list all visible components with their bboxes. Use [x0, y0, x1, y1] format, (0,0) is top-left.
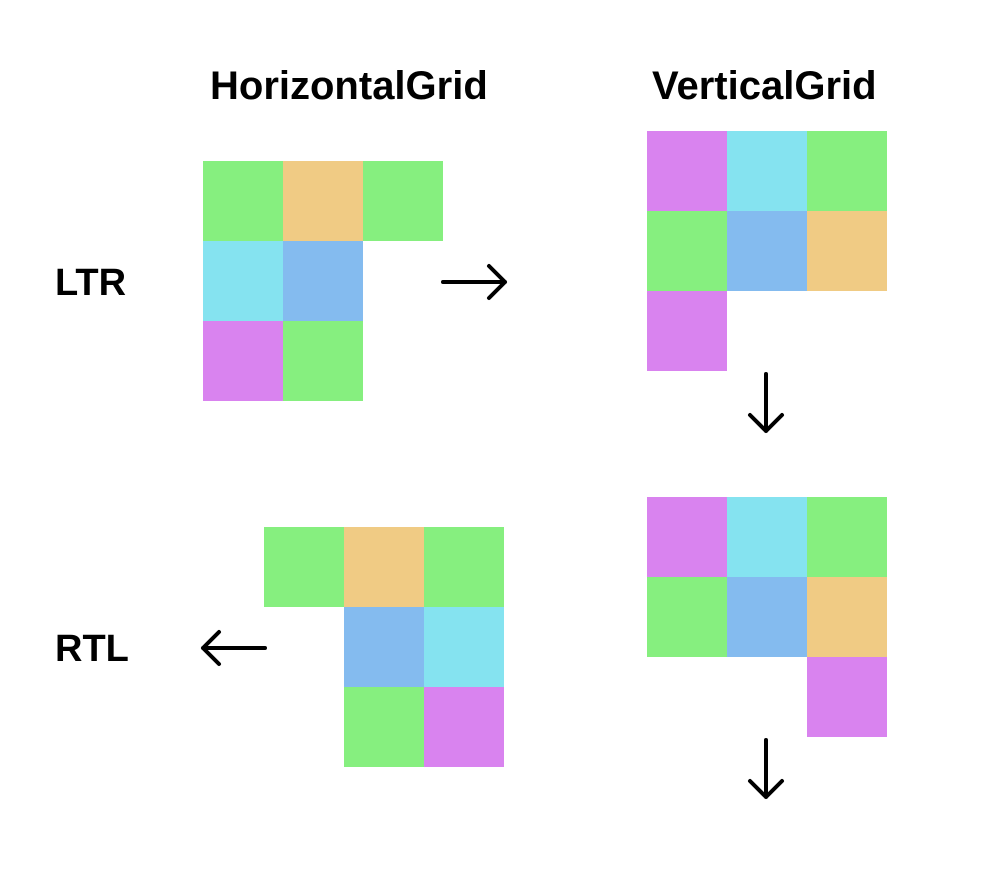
grid-cell-green — [424, 527, 504, 607]
heading-vertical-grid: VerticalGrid — [652, 64, 877, 108]
right-arrow-icon — [441, 264, 507, 300]
down-arrow-icon — [748, 738, 784, 799]
grid-cell-green — [647, 211, 727, 291]
grid-cell-blue — [344, 607, 424, 687]
grid-cell-blue — [727, 211, 807, 291]
grid-cell-cyan — [203, 241, 283, 321]
grid-cell-orange — [283, 161, 363, 241]
row-label-rtl: RTL — [55, 628, 129, 670]
grid-cell-purple — [203, 321, 283, 401]
grid-cell-green — [283, 321, 363, 401]
grid-cell-orange — [807, 577, 887, 657]
grid-cell-green — [807, 497, 887, 577]
grid-cell-green — [344, 687, 424, 767]
grid-cell-purple — [647, 291, 727, 371]
grid-cell-orange — [344, 527, 424, 607]
grid-cell-purple — [647, 497, 727, 577]
grid-cell-blue — [727, 577, 807, 657]
grid-cell-green — [203, 161, 283, 241]
grid-cell-purple — [807, 657, 887, 737]
row-label-ltr: LTR — [55, 262, 127, 304]
heading-horizontal-grid: HorizontalGrid — [210, 64, 488, 108]
grid-cell-green — [647, 577, 727, 657]
grid-cell-purple — [424, 687, 504, 767]
grid-cell-green — [807, 131, 887, 211]
grid-cell-cyan — [424, 607, 504, 687]
left-arrow-icon — [201, 630, 267, 666]
grid-cell-purple — [647, 131, 727, 211]
grid-cell-blue — [283, 241, 363, 321]
grid-cell-cyan — [727, 497, 807, 577]
grid-cell-orange — [807, 211, 887, 291]
grid-cell-green — [363, 161, 443, 241]
down-arrow-icon — [748, 372, 784, 433]
grid-cell-cyan — [727, 131, 807, 211]
grid-cell-green — [264, 527, 344, 607]
